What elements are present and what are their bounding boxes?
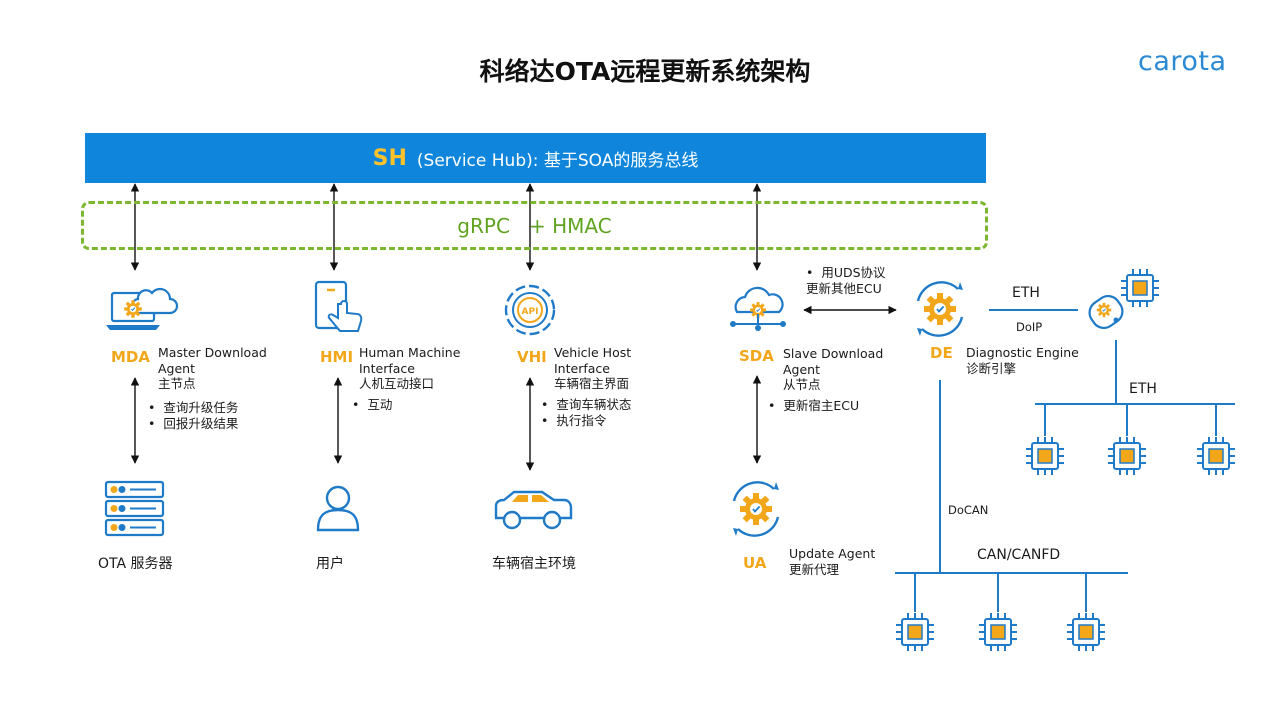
list-item: • 执行指令 (541, 412, 607, 428)
mda-desc-line: Agent (158, 360, 195, 376)
uds-note-line: 更新其他ECU (806, 280, 882, 296)
car-icon (494, 490, 573, 530)
protocol-band: gRPC + HMAC (81, 201, 988, 250)
vehicle-env-label: 车辆宿主环境 (492, 556, 576, 572)
sh-links (130, 183, 762, 271)
ecu-chip (1025, 436, 1065, 476)
hmi-abbr: HMI (320, 348, 354, 366)
vhi-desc-line: Vehicle Host (554, 345, 632, 360)
de-desc: Diagnostic Engine 诊断引擎 (966, 345, 1079, 376)
mda-desc: Master Download Agent 主节点 (158, 345, 267, 392)
de-abbr: DE (930, 344, 953, 362)
ecu-chip (978, 612, 1018, 652)
sh-desc: (Service Hub): 基于SOA的服务总线 (416, 150, 699, 171)
sda-bullets: • 更新宿主ECU (768, 398, 859, 414)
hmi-bullets: • 互动 (352, 397, 392, 413)
ecu-chip (1066, 612, 1106, 652)
doip-label: DoIP (1016, 320, 1043, 334)
sda-desc-line: Slave Download (783, 346, 884, 361)
ua-abbr: UA (743, 554, 767, 572)
ecu-chip (1120, 268, 1160, 308)
ota-server-label: OTA 服务器 (98, 556, 173, 572)
hmi-desc-line: Interface (359, 360, 415, 376)
user-label: 用户 (316, 556, 344, 572)
de-desc-line: Diagnostic Engine (966, 345, 1079, 360)
carota-logo: carota (1138, 44, 1228, 78)
laptop-cloud-icon (106, 287, 179, 330)
service-hub-bar: SH (Service Hub): 基于SOA的服务总线 (85, 133, 986, 183)
sh-abbr: SH (372, 145, 407, 171)
gateway-icon (1088, 294, 1124, 330)
vhi-desc-line: 车辆宿主界面 (554, 376, 630, 391)
server-icon (104, 480, 165, 537)
update-gear-icon (732, 481, 780, 537)
can-bus-label: CAN/CANFD (977, 547, 1061, 563)
list-item: • 用UDS协议 (806, 265, 886, 280)
sda-desc-line: 从节点 (783, 377, 821, 392)
eth-top-label: ETH (1012, 285, 1040, 301)
list-item: • 查询车辆状态 (541, 397, 632, 412)
sda-desc: Slave Download Agent 从节点 (783, 346, 883, 393)
api-gear-icon: API (504, 284, 556, 336)
cloud-network-icon (730, 286, 786, 331)
ua-desc-line: 更新代理 (789, 561, 840, 577)
mda-desc-line: Master Download (158, 345, 267, 360)
vhi-abbr: VHI (517, 348, 547, 366)
vhi-bullets: • 查询车辆状态 • 执行指令 (541, 397, 631, 428)
list-item: • 互动 (352, 397, 393, 412)
ecu-chip (1107, 436, 1147, 476)
list-item: • 回报升级结果 (148, 415, 239, 431)
touch-tablet-icon (314, 280, 363, 332)
network-topology (895, 268, 1236, 652)
mda-abbr: MDA (111, 348, 150, 366)
diagnostic-gear-icon (916, 281, 964, 337)
uds-note: • 用UDS协议 更新其他ECU (806, 265, 886, 296)
logo-text: carota (1138, 46, 1227, 77)
de-desc-line: 诊断引擎 (966, 360, 1017, 376)
ecu-chip (1196, 436, 1236, 476)
hmi-desc: Human Machine Interface 人机互动接口 (359, 345, 460, 392)
ua-desc: Update Agent 更新代理 (789, 546, 875, 577)
endpoint-links (130, 305, 897, 471)
ua-desc-line: Update Agent (789, 546, 876, 561)
hmi-desc-line: 人机互动接口 (359, 376, 435, 391)
mda-bullets: • 查询升级任务 • 回报升级结果 (148, 400, 238, 431)
hmi-desc-line: Human Machine (359, 345, 461, 360)
vhi-desc-line: Interface (554, 360, 610, 376)
user-icon (316, 485, 360, 532)
sda-desc-line: Agent (783, 361, 820, 377)
svg-text:API: API (522, 307, 539, 317)
page-title: 科络达OTA远程更新系统架构 (479, 57, 811, 86)
eth-bus-label: ETH (1129, 381, 1157, 397)
vhi-desc: Vehicle Host Interface 车辆宿主界面 (554, 345, 631, 392)
sda-abbr: SDA (739, 347, 774, 365)
docan-label: DoCAN (948, 503, 989, 517)
mda-desc-line: 主节点 (158, 376, 196, 391)
list-item: • 查询升级任务 (148, 400, 239, 415)
ecu-chip (895, 612, 935, 652)
list-item: • 更新宿主ECU (768, 398, 860, 413)
